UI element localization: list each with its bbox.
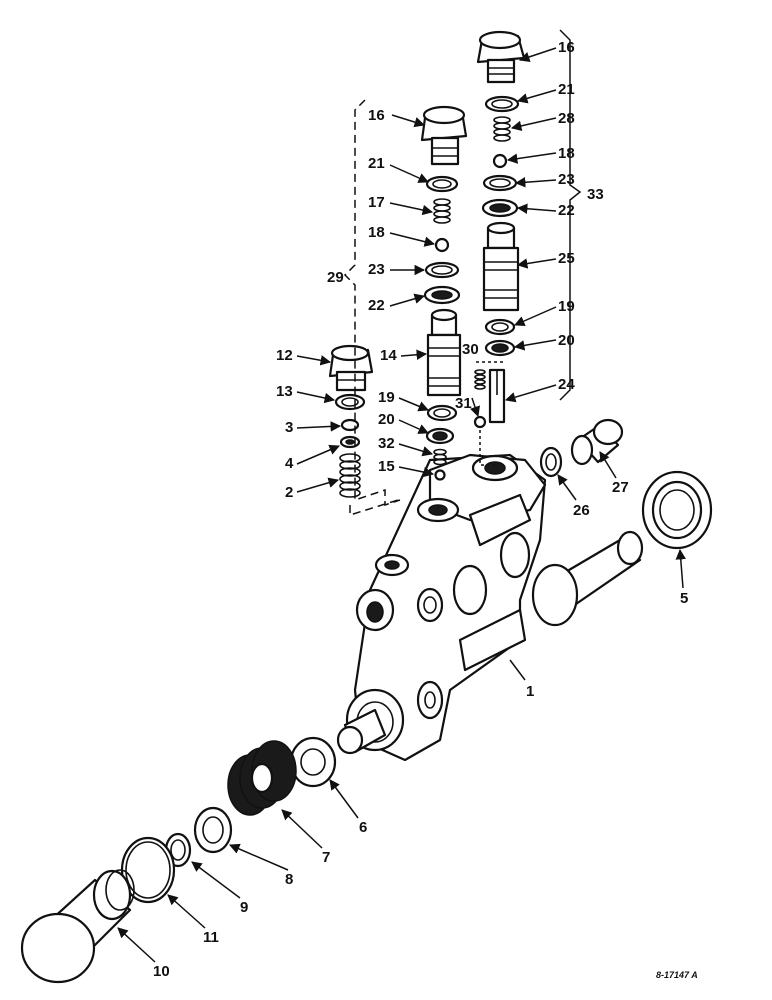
callout-16: 16 [558, 39, 575, 56]
callout-21: 21 [368, 155, 385, 172]
callout-33: 33 [587, 186, 604, 203]
callout-25: 25 [558, 250, 575, 267]
callout-16: 16 [368, 107, 385, 124]
left-relief-cap-group [420, 105, 505, 481]
leader-lines [117, 47, 686, 963]
callout-2: 2 [285, 484, 293, 501]
callout-24: 24 [558, 376, 575, 393]
group-33-bracket [559, 29, 582, 401]
callout-23: 23 [368, 261, 385, 278]
callout-20: 20 [378, 411, 395, 428]
callout-23: 23 [558, 171, 575, 188]
callout-7: 7 [322, 849, 330, 866]
callout-6: 6 [359, 819, 367, 836]
right-fittings-group [539, 418, 713, 550]
callout-12: 12 [276, 347, 293, 364]
callout-21: 21 [558, 81, 575, 98]
callout-18: 18 [558, 145, 575, 162]
valve-body-part [336, 453, 644, 762]
callout-3: 3 [285, 419, 293, 436]
callout-19: 19 [558, 298, 575, 315]
callout-19: 19 [378, 389, 395, 406]
callout-22: 22 [558, 202, 575, 219]
callout-4: 4 [285, 455, 294, 472]
lower-spring-cap-group [20, 736, 337, 984]
callout-32: 32 [378, 435, 395, 452]
callout-14: 14 [380, 347, 397, 364]
left-plug-group [328, 344, 374, 498]
callout-15: 15 [378, 458, 395, 475]
callout-8: 8 [285, 871, 293, 888]
callout-22: 22 [368, 297, 385, 314]
callout-5: 5 [680, 590, 688, 607]
callout-labels: 16 21 28 18 23 33 22 25 19 20 24 16 21 1… [153, 39, 698, 980]
callout-29: 29 [327, 269, 344, 286]
callout-20: 20 [558, 332, 575, 349]
group-29-bracket [343, 99, 401, 517]
callout-11: 11 [203, 929, 219, 946]
callout-1: 1 [526, 683, 534, 700]
callout-28: 28 [558, 110, 575, 127]
reference-code: 8-17147 A [656, 970, 698, 980]
callout-31: 31 [455, 395, 472, 412]
right-relief-cap-group [476, 30, 526, 424]
callout-9: 9 [240, 899, 248, 916]
callout-10: 10 [153, 963, 170, 980]
callout-18: 18 [368, 224, 385, 241]
callout-26: 26 [573, 502, 590, 519]
callout-13: 13 [276, 383, 293, 400]
callout-30: 30 [462, 341, 479, 358]
callout-17: 17 [368, 194, 385, 211]
callout-27: 27 [612, 479, 629, 496]
